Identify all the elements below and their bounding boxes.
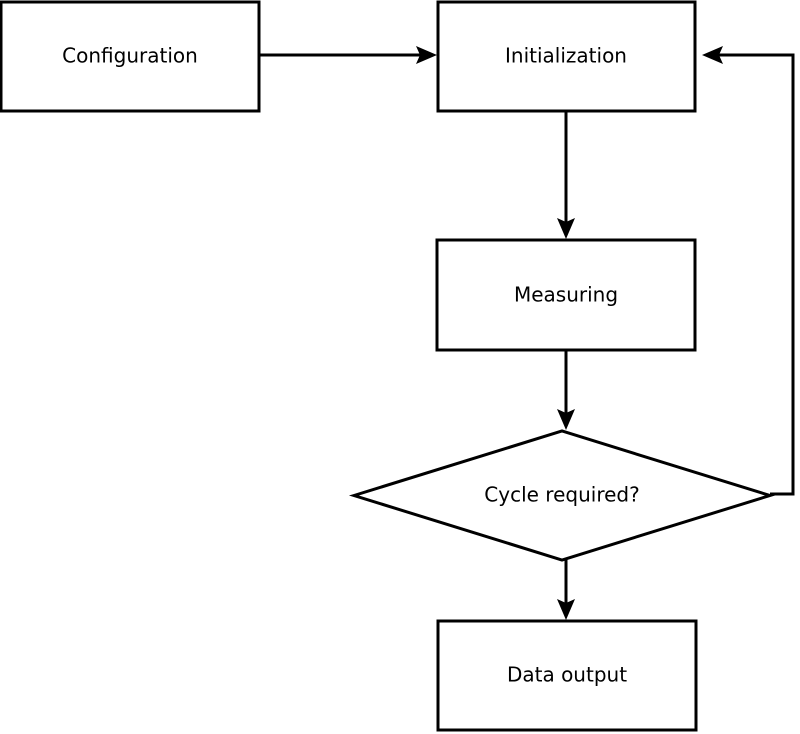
node-shape-rectangle — [0, 0, 261, 113]
node-label: Measuring — [514, 283, 618, 307]
arrowhead-icon — [557, 409, 575, 430]
node-shape-diamond — [348, 429, 776, 562]
edge-configuration-to-initialization — [259, 46, 437, 64]
node-cycle-required[interactable]: Cycle required? — [348, 429, 776, 562]
node-label: Initialization — [505, 44, 627, 68]
node-shape-rectangle — [436, 619, 698, 732]
arrowhead-icon — [416, 46, 437, 64]
arrowhead-icon — [702, 46, 723, 64]
node-initialization[interactable]: Initialization — [436, 0, 697, 113]
edge-line — [709, 53, 795, 496]
edge-initialization-to-measuring — [557, 111, 575, 239]
arrowhead-icon — [557, 218, 575, 239]
node-data-output[interactable]: Data output — [436, 619, 698, 732]
node-configuration[interactable]: Configuration — [0, 0, 261, 113]
node-label: Configuration — [62, 44, 198, 68]
edge-cycle-required-to-data-output — [557, 560, 575, 620]
edge-cycle-required-to-initialization — [702, 46, 795, 496]
node-label: Data output — [507, 663, 627, 687]
node-measuring[interactable]: Measuring — [435, 238, 697, 352]
node-label: Cycle required? — [484, 483, 639, 507]
arrowhead-icon — [557, 599, 575, 620]
node-shape-rectangle — [436, 0, 697, 113]
edge-measuring-to-cycle-required — [557, 350, 575, 430]
node-shape-rectangle — [435, 238, 697, 352]
